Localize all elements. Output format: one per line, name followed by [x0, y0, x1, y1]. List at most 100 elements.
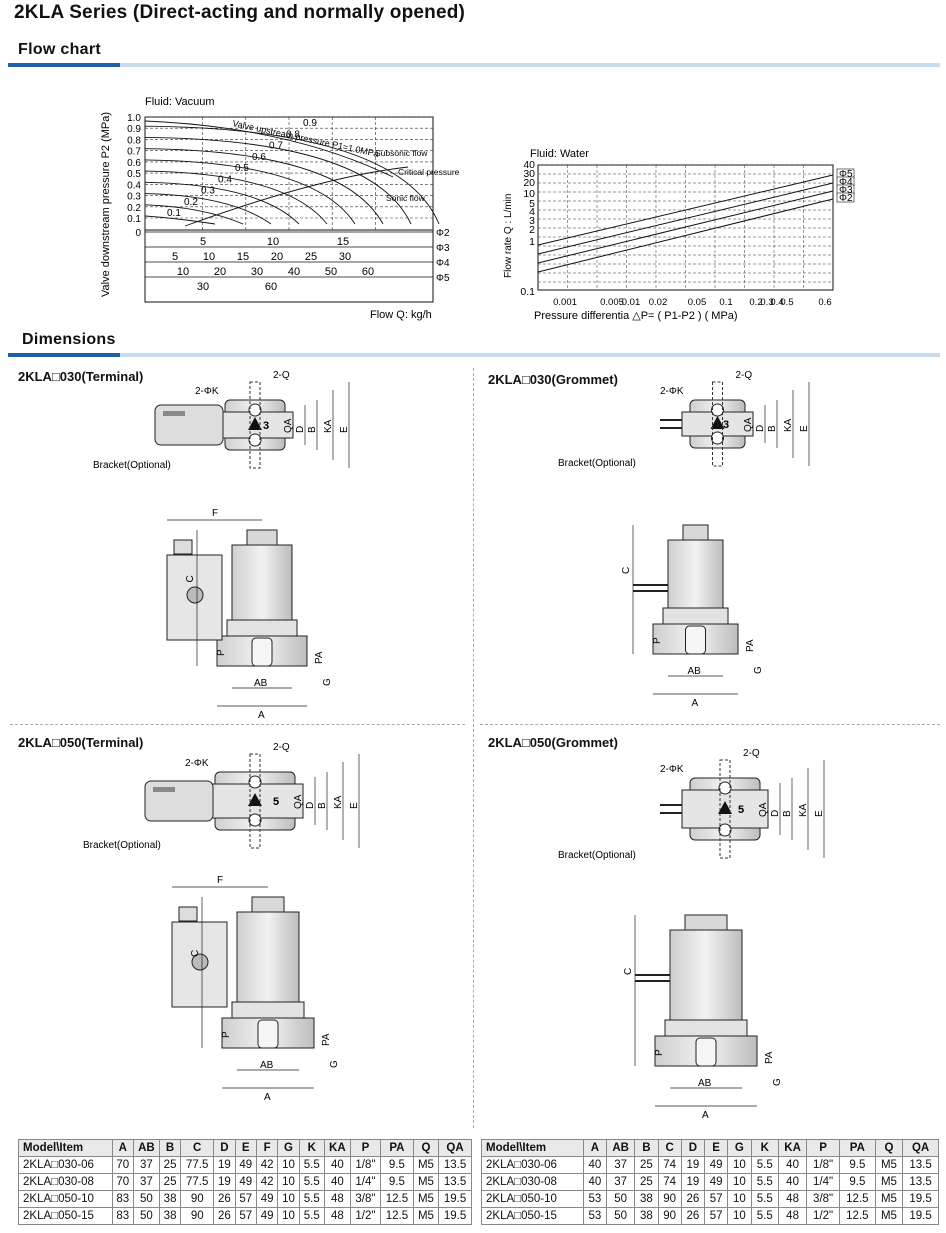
table-cell: 50: [132, 1190, 160, 1208]
flow-scale-tick: 25: [305, 251, 317, 263]
critical-pressure-curve: [184, 166, 409, 227]
port-label: 3: [723, 419, 729, 431]
water-chart-xlabel: Pressure differentia △P= ( P1-P2 ) ( MPa…: [534, 310, 738, 322]
vacuum-curve: [144, 170, 328, 225]
table-cell: 25: [634, 1173, 659, 1191]
top-view: [660, 759, 825, 859]
water-y-tick: 3: [529, 215, 535, 227]
table-cell: M5: [412, 1156, 440, 1174]
table-cell: 19.5: [902, 1207, 939, 1225]
table-cell: 1/2": [806, 1207, 840, 1225]
dimensions-heading: Dimensions: [22, 331, 116, 348]
flow-scale-tick: 15: [337, 236, 349, 248]
water-series-line: [537, 174, 834, 246]
table-cell: 57: [704, 1207, 729, 1225]
port-fitting: [251, 637, 273, 667]
water-y-tick: 0.1: [520, 286, 535, 298]
table-cell: 25: [158, 1156, 182, 1174]
subsonic-flow-label: Subsonic flow: [375, 148, 428, 158]
table-cell: 49: [234, 1173, 257, 1191]
port-label: 3: [263, 420, 269, 432]
dimension-label: QA: [758, 802, 769, 817]
table-header: Model\Item: [18, 1139, 113, 1157]
dimension-label: AB: [254, 678, 268, 689]
table-cell: 2KLA□030-08: [481, 1173, 584, 1191]
table-header: KA: [323, 1139, 351, 1157]
dimension-label: QA: [293, 794, 304, 809]
water-y-tick: 4: [529, 206, 535, 218]
water-x-tick: 0.005: [600, 297, 624, 308]
vacuum-curve-label: 0.2: [184, 197, 198, 208]
flow-scale-name: Φ3: [436, 243, 450, 254]
table-cell: 1/4": [806, 1173, 840, 1191]
vacuum-chart-ylabel: Valve downstream pressure P2 (MPa): [100, 112, 112, 297]
table-cell: 12.5: [838, 1190, 876, 1208]
table-cell: 77.5: [180, 1173, 215, 1191]
table-cell: 37: [132, 1173, 160, 1191]
drawing-label-050-terminal: 2KLA□050(Terminal): [18, 735, 144, 750]
table-header: AB: [606, 1139, 636, 1157]
table-cell: 74: [657, 1156, 682, 1174]
table-cell: 2KLA□030-06: [18, 1156, 113, 1174]
table-header: AB: [132, 1139, 160, 1157]
top-view: [660, 381, 810, 467]
table-cell: 70: [111, 1156, 134, 1174]
flow-chart-heading: Flow chart: [18, 41, 102, 58]
terminal-pins: [153, 787, 175, 792]
table-cell: 49: [234, 1156, 257, 1174]
dimension-label: C: [190, 950, 201, 957]
water-y-tick: 1: [529, 236, 535, 248]
dimension-label: P: [652, 637, 663, 644]
table-header: G: [727, 1139, 752, 1157]
dimension-label: C: [185, 575, 196, 582]
dimension-label: PA: [764, 1051, 775, 1064]
table-cell: 26: [213, 1190, 236, 1208]
vacuum-curve-label: 0.1: [167, 208, 181, 219]
dimension-label: G: [329, 1060, 340, 1068]
port-fitting: [685, 625, 706, 655]
dimension-label: E: [799, 425, 810, 432]
table-cell: 5.5: [750, 1156, 779, 1174]
vacuum-curve-label: 0.5: [235, 163, 249, 174]
dimension-label: KA: [798, 803, 809, 817]
table-cell: 26: [213, 1207, 236, 1225]
table-cell: 10: [727, 1207, 752, 1225]
dimension-label: 2-ΦK: [660, 386, 684, 397]
table-cell: 10: [277, 1190, 300, 1208]
water-chart-title: Fluid: Water: [530, 148, 589, 160]
table-cell: 3/8": [349, 1190, 381, 1208]
side-view: [632, 524, 739, 695]
table-cell: 19.5: [438, 1207, 472, 1225]
vacuum-y-tick: 0.5: [127, 169, 141, 180]
terminal-screw-icon: [191, 953, 209, 971]
water-flow-chart: Fluid: Water Flow rate Q : L/min Φ5Φ4Φ3Φ…: [503, 148, 855, 322]
table-cell: 2KLA□030-06: [481, 1156, 584, 1174]
water-y-tick: 10: [523, 188, 535, 200]
flow-scale-tick: 40: [288, 266, 300, 278]
table-cell: 57: [234, 1190, 257, 1208]
vacuum-chart-y-ticks: 1.00.90.80.70.60.50.40.30.20.10: [127, 113, 141, 239]
dimension-label: Bracket(Optional): [93, 460, 171, 471]
table-header: K: [298, 1139, 325, 1157]
table-header: E: [234, 1139, 257, 1157]
vacuum-curve-label: 0.3: [201, 186, 215, 197]
flow-scale-tick: 20: [271, 251, 283, 263]
table-cell: 5.5: [298, 1173, 325, 1191]
water-series-line: [537, 190, 834, 264]
dimension-label: QA: [743, 417, 754, 432]
terminal-pins: [163, 411, 185, 416]
table-cell: M5: [412, 1207, 440, 1225]
table-cell: 9.5: [838, 1156, 876, 1174]
vacuum-y-tick: 0.9: [127, 124, 141, 135]
table-cell: 57: [704, 1190, 729, 1208]
dimension-label: C: [623, 968, 634, 975]
dimension-label: P: [654, 1049, 665, 1056]
port-fitting: [695, 1037, 717, 1067]
dimension-label: PA: [321, 1033, 332, 1046]
vacuum-top-curve: [144, 120, 394, 178]
table-cell: 25: [634, 1156, 659, 1174]
